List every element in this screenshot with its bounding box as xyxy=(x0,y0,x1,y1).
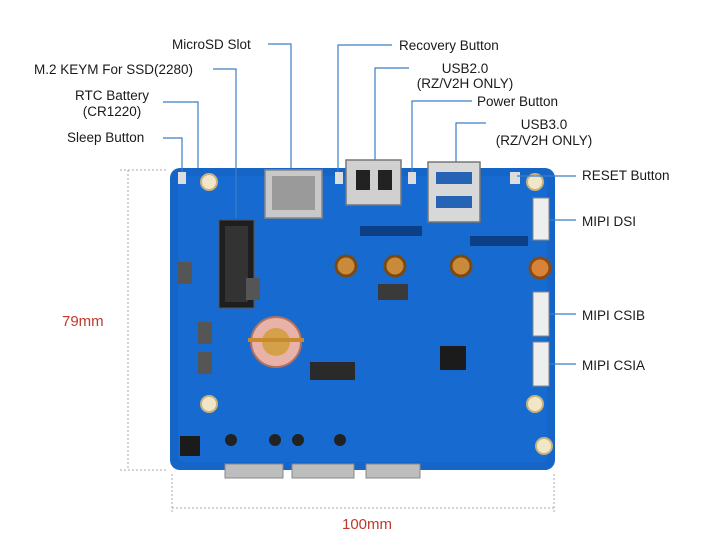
pin-header xyxy=(470,236,528,246)
label-mipi-csia: MIPI CSIA xyxy=(582,358,646,373)
usb3-port xyxy=(427,161,481,223)
inductor xyxy=(198,352,212,374)
reset-button xyxy=(510,172,520,184)
inductor xyxy=(198,322,212,344)
label-rtc-battery: RTC Battery xyxy=(74,88,150,103)
mount-hole xyxy=(535,437,553,455)
chip xyxy=(440,346,466,370)
standoff xyxy=(528,256,552,280)
label-sleep-button: Sleep Button xyxy=(67,130,145,145)
leader-sleep xyxy=(163,137,183,172)
leader-power xyxy=(411,100,472,172)
leader-microsd xyxy=(268,43,292,170)
label-usb3-note: (RZ/V2H ONLY) xyxy=(495,133,593,148)
bottom-connector xyxy=(365,463,421,479)
mipi-dsi-connector xyxy=(532,197,550,241)
bottom-connector xyxy=(224,463,284,479)
label-mipi-dsi: MIPI DSI xyxy=(582,214,637,229)
pcb-board-shade xyxy=(178,176,547,462)
leader-usb3 xyxy=(455,122,486,162)
label-reset-button: RESET Button xyxy=(582,168,670,183)
standoff xyxy=(383,254,407,278)
leader-recovery xyxy=(337,44,392,172)
mount-hole xyxy=(526,173,544,191)
standoff xyxy=(334,254,358,278)
label-usb3: USB3.0 xyxy=(520,117,568,132)
bottom-connector xyxy=(291,463,355,479)
chip xyxy=(310,362,355,380)
mount-hole xyxy=(526,395,544,413)
inductor xyxy=(178,262,192,284)
label-power-button: Power Button xyxy=(477,94,559,109)
leader-rtc xyxy=(163,101,199,168)
mount-hole xyxy=(200,173,218,191)
leader-m2 xyxy=(213,68,237,218)
label-microsd-slot: MicroSD Slot xyxy=(172,37,251,52)
chip xyxy=(180,436,200,456)
label-rtc-battery-model: (CR1220) xyxy=(82,104,142,119)
mount-hole xyxy=(200,395,218,413)
leader-usb2 xyxy=(374,67,409,160)
usb2-port xyxy=(345,159,402,206)
recovery-button xyxy=(335,172,343,184)
chip xyxy=(378,284,408,300)
label-m2-keym: M.2 KEYM For SSD(2280) xyxy=(34,62,194,77)
label-usb2: USB2.0 xyxy=(441,61,489,76)
label-usb2-note: (RZ/V2H ONLY) xyxy=(416,76,514,91)
label-mipi-csib: MIPI CSIB xyxy=(582,308,646,323)
width-dimension-label: 100mm xyxy=(342,516,393,533)
sleep-button xyxy=(178,172,186,184)
label-recovery-button: Recovery Button xyxy=(399,38,499,53)
mipi-csia-connector xyxy=(532,341,550,387)
height-dimension-label: 79mm xyxy=(62,313,104,330)
mipi-csib-connector xyxy=(532,291,550,337)
power-button xyxy=(408,172,416,184)
pin-header xyxy=(360,226,422,236)
standoff xyxy=(449,254,473,278)
inductor xyxy=(246,278,260,300)
